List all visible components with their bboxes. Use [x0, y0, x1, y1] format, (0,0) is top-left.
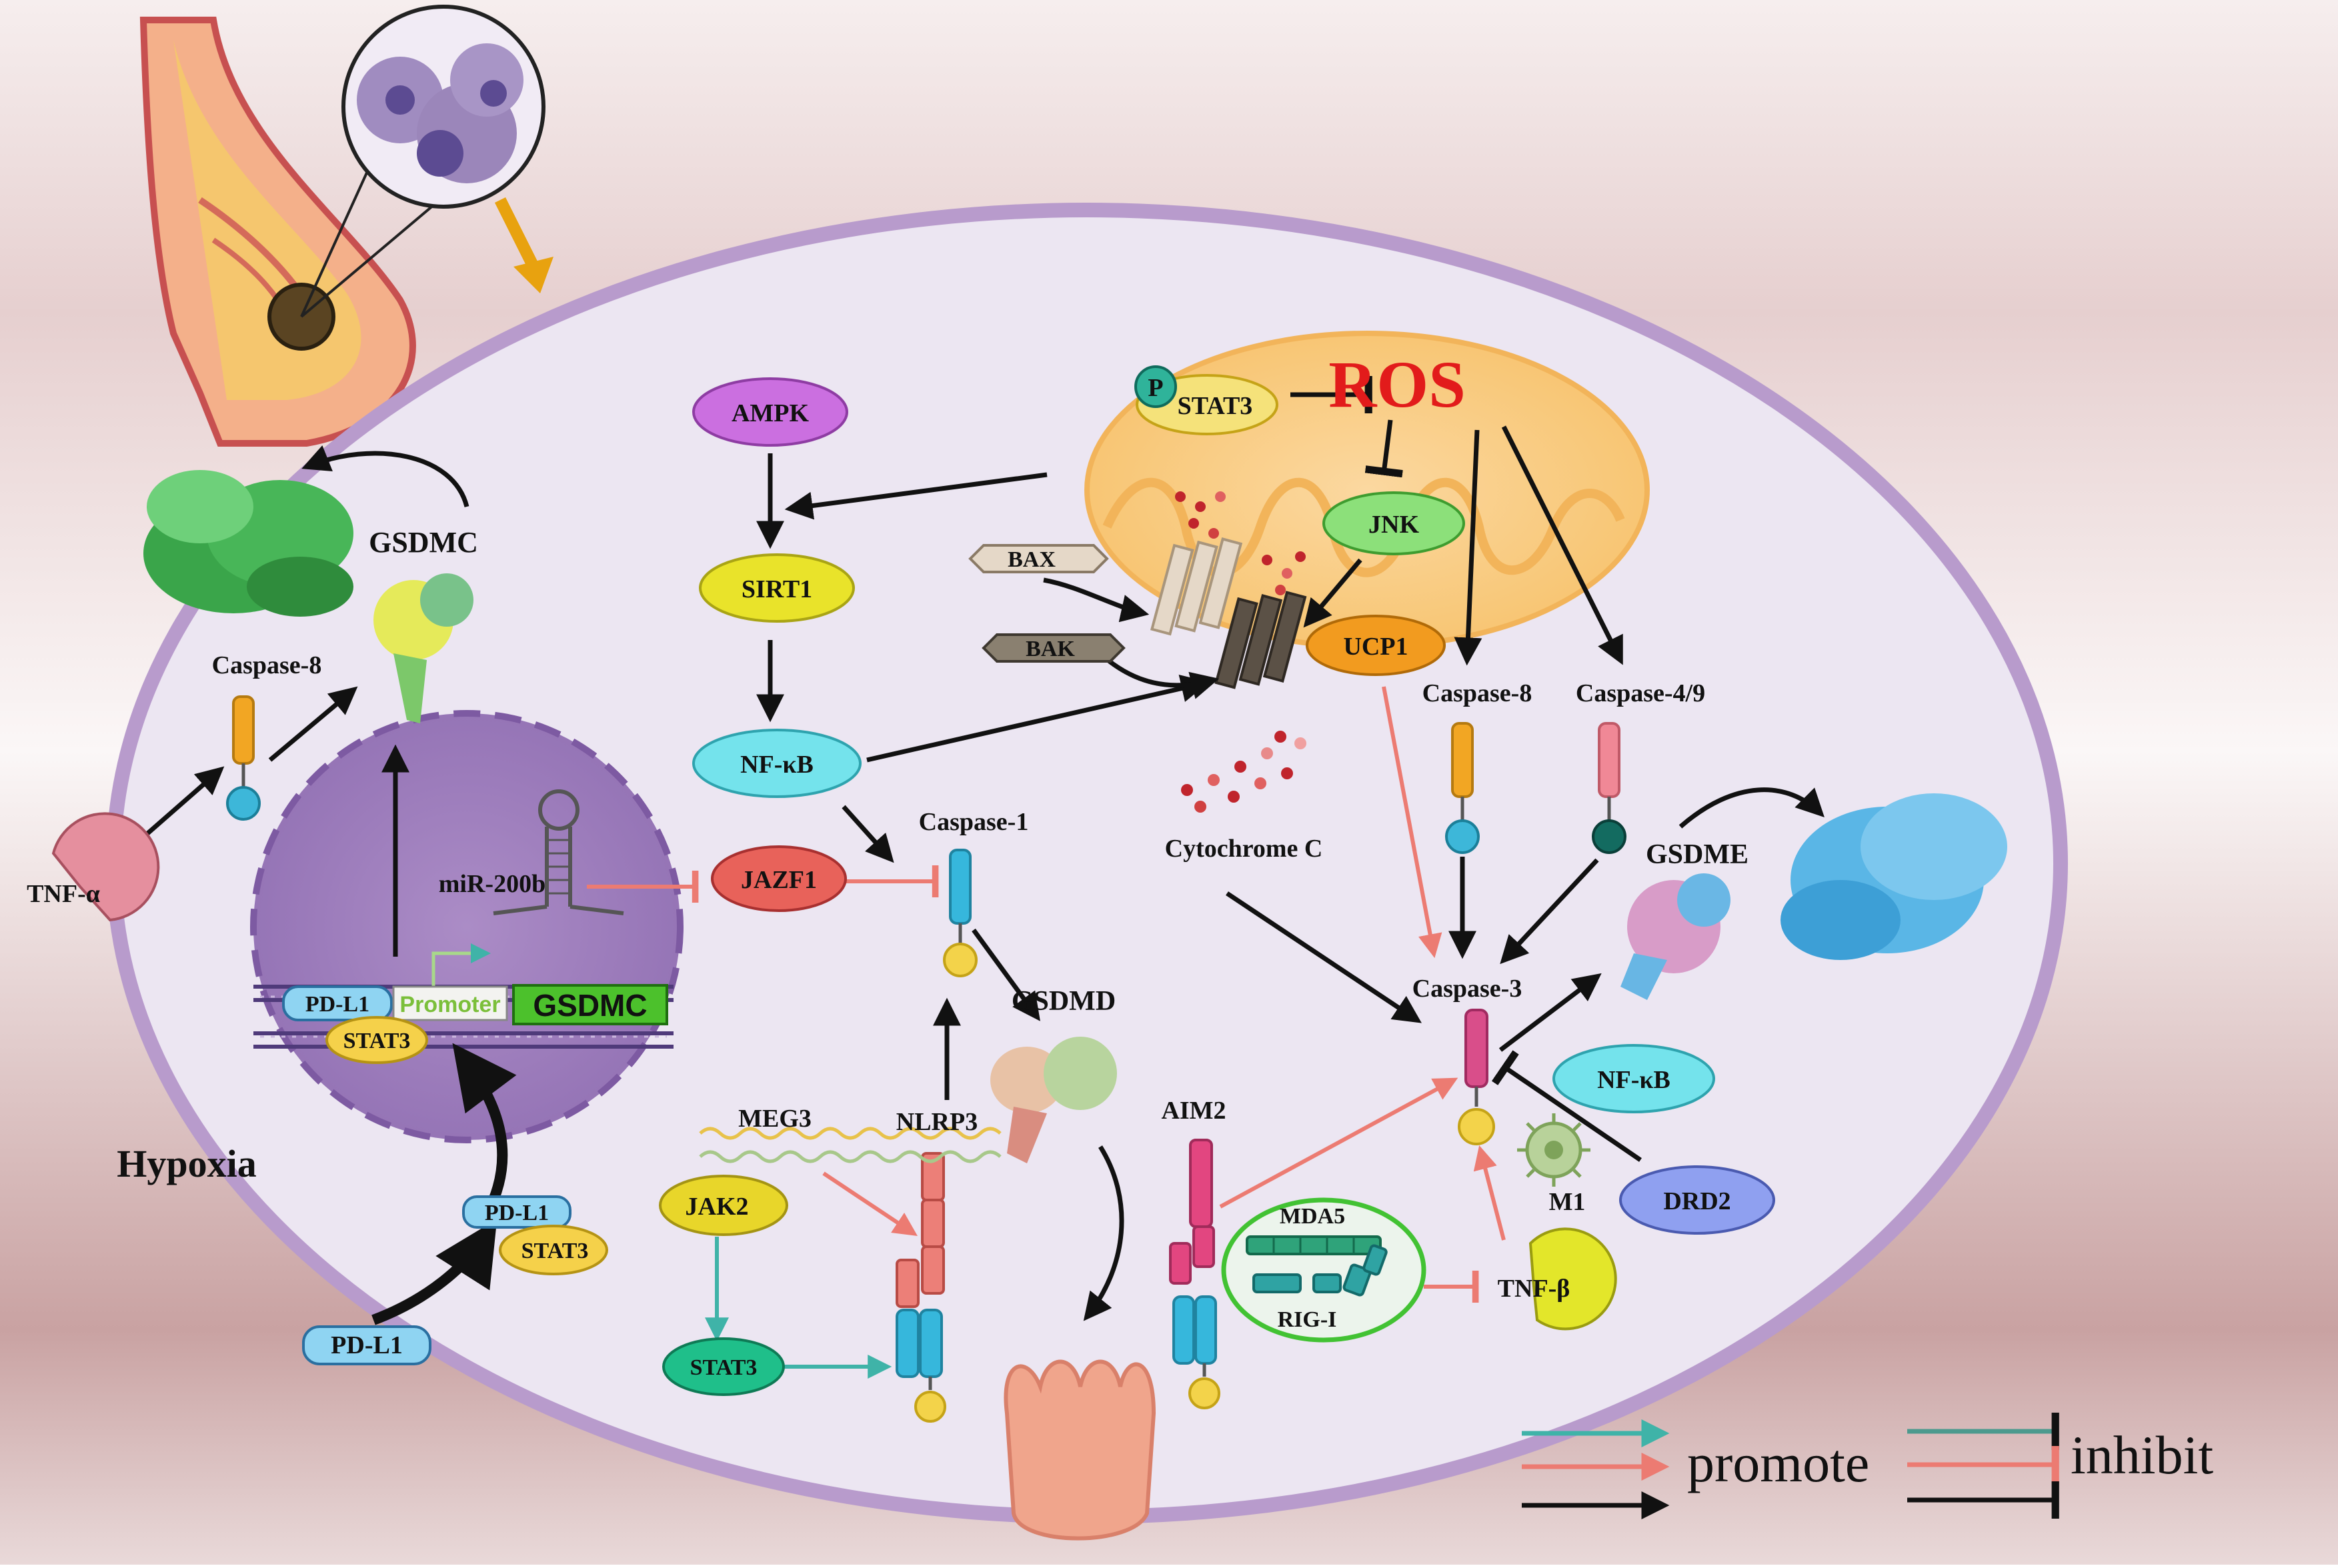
tnf-alpha-label: TNF-α: [27, 880, 100, 908]
gsdme-protein: [1620, 873, 1730, 1000]
zoom-arrow: [494, 197, 539, 270]
jazf1-label: JAZF1: [741, 866, 817, 894]
nfkb-right-label: NF-κB: [1597, 1066, 1670, 1094]
ampk-node: [692, 377, 848, 447]
phospho-badge: [1134, 365, 1177, 408]
caspase8-right-label: Caspase-8: [1422, 679, 1532, 707]
gsdmc-protein: [373, 573, 473, 723]
pdl1-cyto-label: PD-L1: [485, 1201, 549, 1225]
breast-tumor-illustration: [139, 5, 545, 447]
pdl1-nucleus-node: [282, 985, 393, 1021]
nfkb-left-node: [692, 729, 862, 798]
gsdmc-gene-box: [512, 984, 668, 1025]
pdl1-membrane-node: [302, 1325, 431, 1365]
stat3-nucleus-label: STAT3: [343, 1029, 411, 1053]
nfkb-right-node: [1552, 1044, 1715, 1113]
gsdmc-pore: [143, 470, 353, 617]
tnf-beta-node: [1528, 1227, 1617, 1331]
caspase49-shape: [1592, 722, 1626, 854]
jnk-node: [1322, 491, 1465, 555]
ampk-label: AMPK: [732, 399, 810, 427]
ucp1-label: UCP1: [1343, 633, 1408, 661]
caspase49-label: Caspase-4/9: [1576, 679, 1705, 707]
jazf1-node: [711, 845, 847, 912]
m1-label: M1: [1549, 1188, 1586, 1216]
gsdmc-gene-label: GSDMC: [533, 988, 647, 1023]
jak2-label: JAK2: [686, 1193, 749, 1221]
arrows: [111, 376, 1825, 1379]
caspase1-label: Caspase-1: [919, 808, 1029, 836]
nfkb-left-label: NF-κB: [740, 751, 814, 779]
stat3-bottom-node: [662, 1337, 785, 1396]
promoter-label: Promoter: [399, 992, 500, 1017]
legend: promote inhibit: [1522, 1413, 2213, 1519]
m1-virus-icon: [1517, 1113, 1590, 1187]
ros-label: ROS: [1328, 347, 1466, 421]
pdl1-nucleus-label: PD-L1: [305, 992, 369, 1017]
caspase3-shape: [1458, 1009, 1495, 1145]
cytochrome-c-dots: [1175, 491, 1306, 813]
stat3-mito-label: STAT3: [1178, 392, 1253, 420]
gsdmd-pore: [1004, 1359, 1156, 1541]
aim2-label: AIM2: [1161, 1097, 1226, 1125]
stat3-cyto-node: [499, 1225, 608, 1275]
gsdmc-label: GSDMC: [369, 526, 478, 559]
caspase8-right-shape: [1445, 722, 1480, 854]
gsdme-pore: [1781, 793, 2007, 960]
bak-label: BAK: [1026, 637, 1075, 661]
mir200b-hairpin: [493, 789, 624, 915]
nucleus: [250, 710, 684, 1143]
caspase1-shape: [943, 849, 978, 977]
gsdmd-label: GSDMD: [1012, 986, 1116, 1017]
meg3-rna: [699, 1127, 1002, 1163]
jnk-label: JNK: [1368, 511, 1419, 539]
bak-node: [982, 633, 1126, 663]
mir200b-label: miR-200b: [439, 870, 545, 898]
bax-node: [968, 544, 1109, 573]
stat3-bottom-label: STAT3: [690, 1355, 758, 1380]
gsdme-label: GSDME: [1646, 839, 1748, 870]
aim2-shape: [1169, 1139, 1220, 1409]
sirt1-node: [699, 553, 855, 623]
nlrp3-label: NLRP3: [896, 1108, 978, 1136]
stat3-nucleus-node: [325, 1016, 428, 1064]
pdl1-membrane-label: PD-L1: [331, 1331, 403, 1359]
caspase8-left-label: Caspase-8: [212, 651, 322, 679]
tnf-beta-label: TNF-β: [1498, 1275, 1570, 1303]
legend-inhibit-label: inhibit: [2071, 1425, 2213, 1485]
stat3-cyto-label: STAT3: [521, 1239, 589, 1263]
mda5-label: MDA5: [1280, 1204, 1345, 1229]
phospho-label: P: [1148, 374, 1163, 402]
nlrp3-shape: [896, 1152, 946, 1423]
drd2-label: DRD2: [1663, 1187, 1730, 1215]
mda5-rigi-complex: [1221, 1197, 1426, 1343]
pdl1-cyto-node: [462, 1195, 571, 1229]
drd2-node: [1619, 1165, 1775, 1235]
caspase3-label: Caspase-3: [1412, 975, 1522, 1003]
tnf-alpha-node: [51, 812, 160, 922]
gsdmd-protein: [990, 1037, 1117, 1163]
bak-pore: [1214, 591, 1307, 689]
meg3-label: MEG3: [738, 1105, 812, 1133]
bax-pore: [1150, 537, 1243, 636]
promoter-box: [392, 985, 508, 1021]
hypoxia-label: Hypoxia: [117, 1142, 257, 1185]
legend-promote-label: promote: [1687, 1433, 1869, 1493]
jak2-node: [659, 1175, 788, 1236]
bax-label: BAX: [1008, 547, 1056, 572]
ucp1-node: [1306, 615, 1446, 676]
sirt1-label: SIRT1: [742, 575, 812, 603]
rigi-label: RIG-I: [1278, 1307, 1337, 1332]
caspase8-left-shape: [226, 695, 261, 821]
cytochrome-c-label: Cytochrome C: [1165, 835, 1323, 863]
